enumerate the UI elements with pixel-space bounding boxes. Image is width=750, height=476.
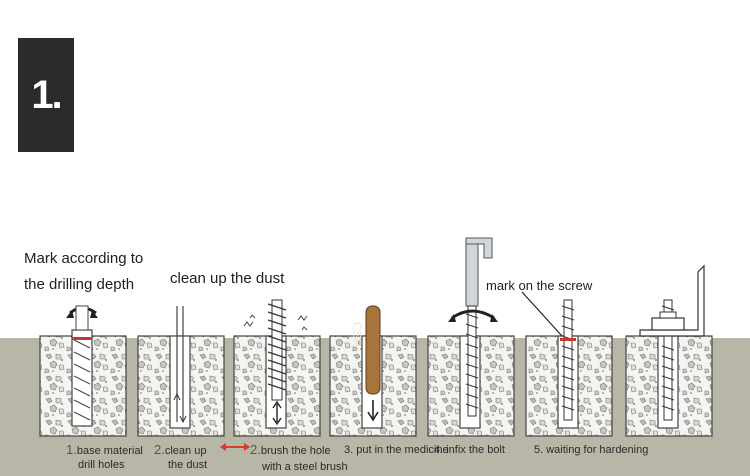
caption-3: 3. put in the medicine bbox=[344, 444, 449, 456]
block-1-drill bbox=[39, 305, 127, 437]
block-3-brush bbox=[233, 299, 321, 437]
caption-1-line2: drill holes bbox=[78, 459, 125, 471]
double-arrow-icon bbox=[220, 443, 250, 451]
caption-2b: 2.brush the hole bbox=[250, 442, 331, 457]
mark-depth-label-line1: Mark according to bbox=[24, 250, 144, 267]
caption-2b-line2: with a steel brush bbox=[262, 461, 348, 473]
clean-dust-label: clean up the dust bbox=[170, 270, 285, 287]
mark-screw-label: mark on the screw bbox=[486, 278, 593, 293]
block-7-finished bbox=[625, 264, 713, 437]
caption-2-line2: the dust bbox=[168, 459, 208, 471]
block-4-capsule bbox=[329, 305, 417, 437]
capsule-label: CSP bbox=[350, 322, 364, 347]
caption-1: 1.base material bbox=[66, 442, 143, 457]
block-6-waiting bbox=[521, 291, 613, 437]
block-2-clean bbox=[137, 306, 225, 437]
caption-5: 5. waiting for hardening bbox=[534, 444, 649, 456]
caption-4: 4. infix the bolt bbox=[434, 444, 505, 456]
step-number-badge: 1. bbox=[18, 38, 74, 152]
block-5-bolt bbox=[427, 237, 515, 437]
mark-depth-label-line2: the drilling depth bbox=[24, 276, 135, 293]
caption-2: 2.clean up bbox=[154, 442, 207, 457]
